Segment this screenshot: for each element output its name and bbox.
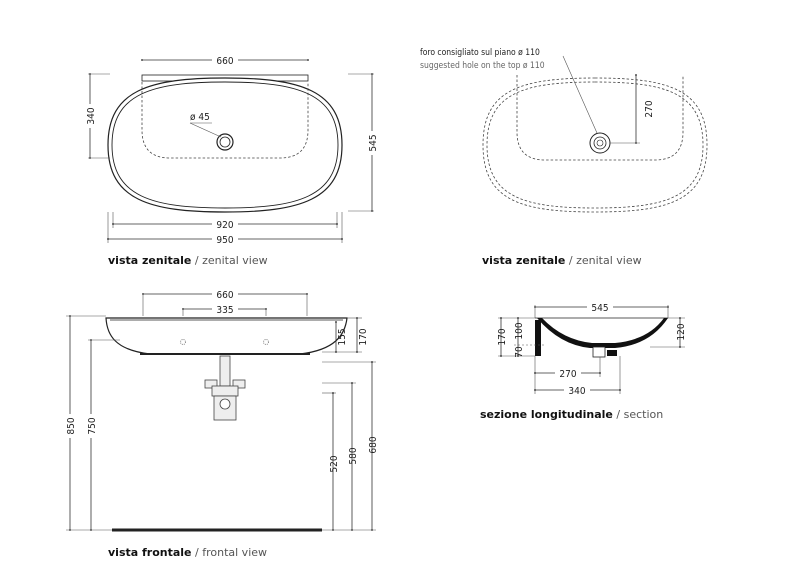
dim-520: 520	[329, 455, 340, 472]
dim-680: 680	[368, 436, 379, 453]
caption-zenital-view-2: vista zenitale / zenital view	[482, 254, 642, 267]
zenital-view-hole: foro consigliato sul piano ø 110 suggest…	[420, 48, 708, 267]
frontal-view: 660 335 850 750 155 170	[64, 288, 379, 559]
dim-750: 750	[87, 417, 98, 434]
dim-170: 170	[358, 328, 369, 345]
dim-sec-170: 170	[497, 328, 508, 345]
hole-icon	[589, 132, 611, 154]
caption-section: sezione longitudinale / section	[480, 408, 663, 421]
dim-660: 660	[216, 56, 233, 67]
dim-sec-100: 100	[514, 322, 525, 339]
dim-front-335: 335	[216, 305, 233, 316]
caption-frontal-view: vista frontale / frontal view	[108, 546, 267, 559]
dim-580: 580	[348, 447, 359, 464]
dim-270: 270	[644, 100, 655, 117]
note-hole-it: foro consigliato sul piano ø 110	[420, 48, 540, 58]
dim-front-660: 660	[216, 290, 233, 301]
basin-rim	[111, 81, 339, 209]
dim-850: 850	[66, 417, 77, 434]
basin-outline	[107, 77, 343, 213]
dim-sec-545: 545	[591, 303, 608, 314]
siphon-icon	[204, 355, 246, 421]
dim-340: 340	[86, 107, 97, 124]
dim-sec-120: 120	[676, 323, 687, 340]
basin-section	[537, 318, 668, 348]
dim-sec-70: 70	[514, 346, 525, 358]
dim-sec-270: 270	[559, 369, 576, 380]
dim-920: 920	[216, 220, 233, 231]
basin-front	[105, 317, 348, 355]
section-view: 545 170 100 70 120 270 340 sezione longi…	[480, 301, 687, 421]
dim-950: 950	[216, 235, 233, 246]
drain-icon	[216, 133, 234, 151]
caption-zenital-view: vista zenitale / zenital view	[108, 254, 268, 267]
note-hole-en: suggested hole on the top ø 110	[420, 61, 545, 71]
dim-155: 155	[337, 328, 348, 345]
zenital-view: ø 45 660 340 545 920 950 vista zenitale …	[84, 54, 379, 267]
dim-drain: ø 45	[190, 112, 210, 123]
dim-545: 545	[368, 134, 379, 151]
dim-sec-340: 340	[568, 386, 585, 397]
